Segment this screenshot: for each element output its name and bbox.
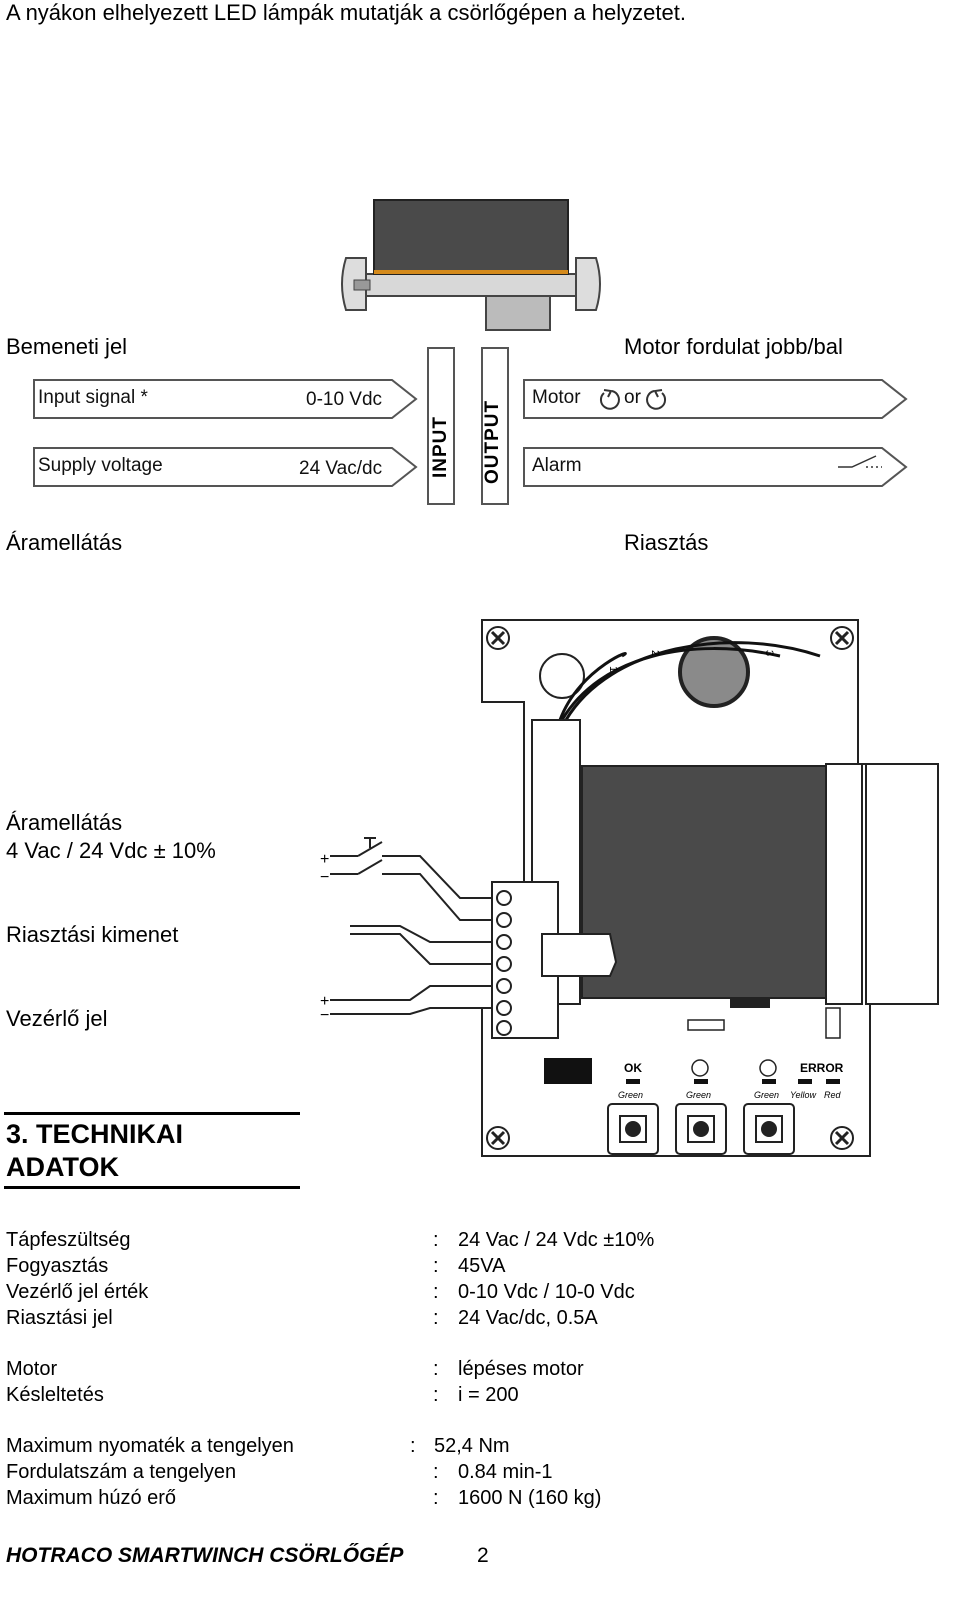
spec-colon: : — [433, 1281, 439, 1303]
spec-colon: : — [433, 1487, 439, 1509]
section-rule-top — [4, 1112, 300, 1115]
screw-icon — [486, 626, 854, 1150]
spec-value: 0.84 min-1 — [458, 1461, 553, 1483]
pcb-board-illustration: OK ERROR Green Green Green Yellow Red + … — [320, 619, 939, 1157]
spec-label: Fordulatszám a tengelyen — [6, 1461, 237, 1483]
intro-text: A nyákon elhelyezett LED lámpák mutatják… — [6, 0, 686, 25]
spec-value: 45VA — [458, 1255, 506, 1277]
spec-colon: : — [433, 1358, 439, 1380]
svg-text:Red: Red — [824, 1090, 842, 1100]
motor-direction-label: Motor fordulat jobb/bal — [624, 334, 843, 359]
spec-colon: : — [433, 1255, 439, 1277]
switch-icon — [838, 455, 877, 468]
spec-value: 1600 N (160 kg) — [458, 1487, 602, 1509]
svg-text:−: − — [320, 1007, 329, 1024]
spec-label: Tápfeszültség — [6, 1229, 131, 1251]
alarm-output-label: Riasztási kimenet — [6, 922, 179, 947]
control-signal-label: Vezérlő jel — [6, 1006, 108, 1031]
arrow-input-signal: Input signal * — [38, 387, 148, 408]
led-error-label: ERROR — [800, 1061, 844, 1075]
section-title-line1: TECHNIKAI — [36, 1119, 184, 1149]
arrow-supply-value: 24 Vac/dc — [299, 458, 383, 479]
svg-text:Green: Green — [618, 1090, 643, 1100]
spec-value: 52,4 Nm — [434, 1435, 510, 1457]
page-number: 2 — [477, 1544, 489, 1567]
spec-label: Fogyasztás — [6, 1255, 109, 1277]
power-value: 4 Vac / 24 Vdc ± 10% — [6, 838, 216, 863]
arrow-motor: Motor — [532, 387, 581, 408]
spec-colon: : — [433, 1307, 439, 1329]
spec-label: Maximum nyomaték a tengelyen — [6, 1435, 294, 1457]
svg-text:+: + — [320, 851, 329, 868]
wire-number-2: 2 — [649, 650, 661, 656]
wire-number-1: 1 — [607, 666, 619, 672]
winch-device-illustration — [341, 199, 601, 331]
arrow-or: or — [624, 387, 641, 408]
arrow-supply-voltage: Supply voltage — [38, 455, 163, 476]
power-title: Áramellátás — [6, 810, 123, 835]
spec-label: Riasztási jel — [6, 1307, 113, 1329]
section-heading: 3. TECHNIKAI ADATOK — [6, 1118, 183, 1184]
input-signal-label: Bemeneti jel — [6, 334, 128, 359]
arrow-alarm: Alarm — [532, 455, 582, 476]
spec-colon: : — [410, 1435, 416, 1457]
section-rule-bottom — [4, 1186, 300, 1189]
section-number: 3. — [6, 1119, 29, 1149]
spec-label: Motor — [6, 1358, 58, 1380]
spec-value: 24 Vac / 24 Vdc ±10% — [458, 1229, 655, 1251]
spec-label: Maximum húzó erő — [6, 1487, 177, 1509]
rotate-cw-icon — [646, 390, 667, 410]
spec-label: Vezérlő jel érték — [6, 1281, 149, 1303]
svg-text:Yellow: Yellow — [790, 1090, 817, 1100]
footer-title: HOTRACO SMARTWINCH CSÖRLŐGÉP — [6, 1544, 404, 1567]
alarm-label: Riasztás — [624, 530, 709, 555]
svg-text:Green: Green — [754, 1090, 779, 1100]
led-ok-label: OK — [624, 1061, 642, 1075]
wire-number-3: 3 — [763, 650, 775, 656]
spec-colon: : — [433, 1384, 439, 1406]
section-title-line2: ADATOK — [6, 1152, 119, 1182]
svg-text:−: − — [320, 869, 329, 886]
rotate-ccw-icon — [599, 390, 620, 410]
spec-value: i = 200 — [458, 1384, 519, 1406]
io-arrow-diagram — [33, 347, 908, 505]
spec-label: Késleltetés — [6, 1384, 104, 1406]
supply-label: Áramellátás — [6, 530, 123, 555]
spec-value: lépéses motor — [458, 1358, 584, 1380]
spec-colon: : — [433, 1461, 439, 1483]
spec-value: 24 Vac/dc, 0.5A — [458, 1307, 598, 1329]
input-bar-label: INPUT — [430, 416, 451, 478]
output-bar-label: OUTPUT — [482, 399, 503, 484]
svg-text:Green: Green — [686, 1090, 711, 1100]
spec-value: 0-10 Vdc / 10-0 Vdc — [458, 1281, 635, 1303]
spec-colon: : — [433, 1229, 439, 1251]
arrow-input-value: 0-10 Vdc — [306, 389, 383, 410]
svg-text:+: + — [320, 993, 329, 1010]
push-button-icon — [607, 1103, 795, 1155]
